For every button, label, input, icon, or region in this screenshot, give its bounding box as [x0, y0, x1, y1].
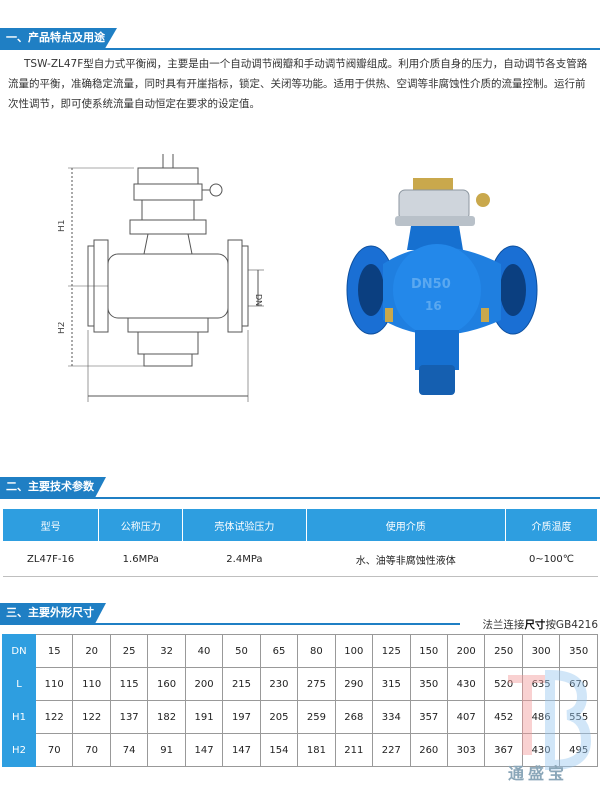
- dimension-cell: 20: [72, 634, 111, 668]
- dimension-cell: 520: [484, 667, 523, 701]
- dimension-cell: 430: [521, 733, 561, 767]
- dimension-cell: 315: [372, 667, 411, 701]
- dimension-cell: 275: [297, 667, 336, 701]
- dimension-cell: 182: [147, 700, 186, 734]
- watermark-brand: 通盛宝: [508, 764, 569, 783]
- dimension-cell: 350: [409, 667, 448, 701]
- photo-pn-mark: 16: [425, 299, 442, 313]
- dimension-cell: 259: [297, 700, 336, 734]
- spec-header-cell: 壳体试验压力: [182, 508, 307, 542]
- dimension-cell: 205: [259, 700, 299, 734]
- spec-header-row: 型号 公称压力 壳体试验压力 使用介质 介质温度: [1, 508, 599, 542]
- dimension-cell: 110: [34, 667, 74, 701]
- spec-cell: 1.6MPa: [98, 541, 183, 577]
- dimension-cell: 303: [446, 733, 486, 767]
- section-title: 二、主要技术参数: [0, 477, 106, 497]
- dimension-cell: 147: [184, 733, 224, 767]
- dimension-cell: 137: [109, 700, 149, 734]
- dimension-row-label: H1: [2, 700, 36, 734]
- dimension-cell: 25: [109, 634, 149, 668]
- dimension-cell: 115: [109, 667, 149, 701]
- dimension-cell: 15: [34, 634, 74, 668]
- dimension-cell: 74: [109, 733, 149, 767]
- valve-technical-drawing: H1 H2 DN: [58, 154, 264, 402]
- dn-label: DN: [254, 294, 263, 306]
- spec-header-cell: 公称压力: [98, 508, 184, 542]
- dimension-cell: 200: [446, 634, 486, 668]
- dimension-cell: 122: [34, 700, 74, 734]
- table-row: ZL47F-16 1.6MPa 2.4MPa 水、油等非腐蚀性液体 0~100℃: [2, 541, 598, 577]
- dimension-cell: 110: [72, 667, 111, 701]
- dimension-cell: 230: [259, 667, 299, 701]
- dimension-cell: 191: [184, 700, 224, 734]
- dimension-cell: 250: [484, 634, 523, 668]
- dimension-cell: 290: [334, 667, 374, 701]
- dimension-cell: 215: [222, 667, 261, 701]
- dimension-cell: 407: [446, 700, 486, 734]
- dimension-cell: 50: [222, 634, 261, 668]
- dimension-cell: 91: [147, 733, 186, 767]
- dimension-cell: 70: [72, 733, 111, 767]
- spec-header-cell: 型号: [1, 508, 100, 542]
- dimension-cell: 147: [222, 733, 261, 767]
- section-rule: [0, 623, 460, 625]
- dimension-cell: 300: [521, 634, 561, 668]
- dimension-cell: 65: [259, 634, 299, 668]
- dimension-cell: 122: [72, 700, 111, 734]
- intro-paragraph: TSW-ZL47F型自力式平衡阀，主要是由一个自动调节阀瓣和手动调节阀瓣组成。利…: [8, 58, 588, 110]
- tsb-logo-watermark: [508, 669, 592, 770]
- dimension-cell: 268: [334, 700, 374, 734]
- dimension-cell: 150: [409, 634, 448, 668]
- dimension-row-label: DN: [2, 634, 36, 668]
- dimension-cell: 197: [222, 700, 261, 734]
- section-header-dims: 三、主要外形尺寸: [0, 603, 600, 629]
- dimension-row-label: H2: [2, 733, 36, 767]
- section-header-features: 一、产品特点及用途: [0, 28, 600, 54]
- dimension-cell: 70: [34, 733, 74, 767]
- dimension-cell: 32: [147, 634, 186, 668]
- valve-product-photo: DN50 16: [346, 178, 538, 395]
- dimension-cell: 227: [372, 733, 411, 767]
- h1-label: H1: [58, 220, 67, 233]
- h2-label: H2: [58, 322, 67, 335]
- section-rule: [0, 48, 600, 50]
- section-header-specs: 二、主要技术参数: [0, 477, 600, 503]
- dimension-cell: 80: [297, 634, 336, 668]
- spec-cell: 水、油等非腐蚀性液体: [306, 541, 506, 577]
- dimension-cell: 200: [184, 667, 224, 701]
- dimension-cell: 211: [334, 733, 374, 767]
- spec-header-cell: 介质温度: [504, 508, 599, 542]
- dimension-cell: 334: [372, 700, 411, 734]
- section-rule: [0, 497, 600, 499]
- spec-header-cell: 使用介质: [305, 508, 506, 542]
- dimension-cell: 125: [372, 634, 411, 668]
- dimension-cell: 160: [147, 667, 186, 701]
- dimension-cell: 40: [184, 634, 224, 668]
- spec-cell: ZL47F-16: [2, 541, 99, 577]
- dimension-cell: 350: [559, 634, 598, 668]
- dimension-cell: 357: [409, 700, 448, 734]
- spec-cell: 0~100℃: [505, 541, 598, 577]
- spec-table: 型号 公称压力 壳体试验压力 使用介质 介质温度 ZL47F-16 1.6MPa…: [1, 508, 599, 577]
- dimension-cell: 555: [559, 700, 598, 734]
- dimension-cell: 181: [297, 733, 336, 767]
- dimension-cell: 486: [521, 700, 561, 734]
- dimension-cell: 100: [334, 634, 374, 668]
- dimension-row-label: L: [2, 667, 36, 701]
- dimension-cell: 154: [259, 733, 299, 767]
- dimension-cell: 430: [446, 667, 486, 701]
- dimension-cell: 260: [409, 733, 448, 767]
- dimension-cell: 495: [559, 733, 598, 767]
- section-title: 一、产品特点及用途: [0, 28, 117, 48]
- dimension-note: 法兰连接尺寸按GB4216: [482, 619, 598, 631]
- section-title: 三、主要外形尺寸: [0, 603, 106, 623]
- photo-dn-mark: DN50: [411, 277, 451, 292]
- spec-cell: 2.4MPa: [182, 541, 307, 577]
